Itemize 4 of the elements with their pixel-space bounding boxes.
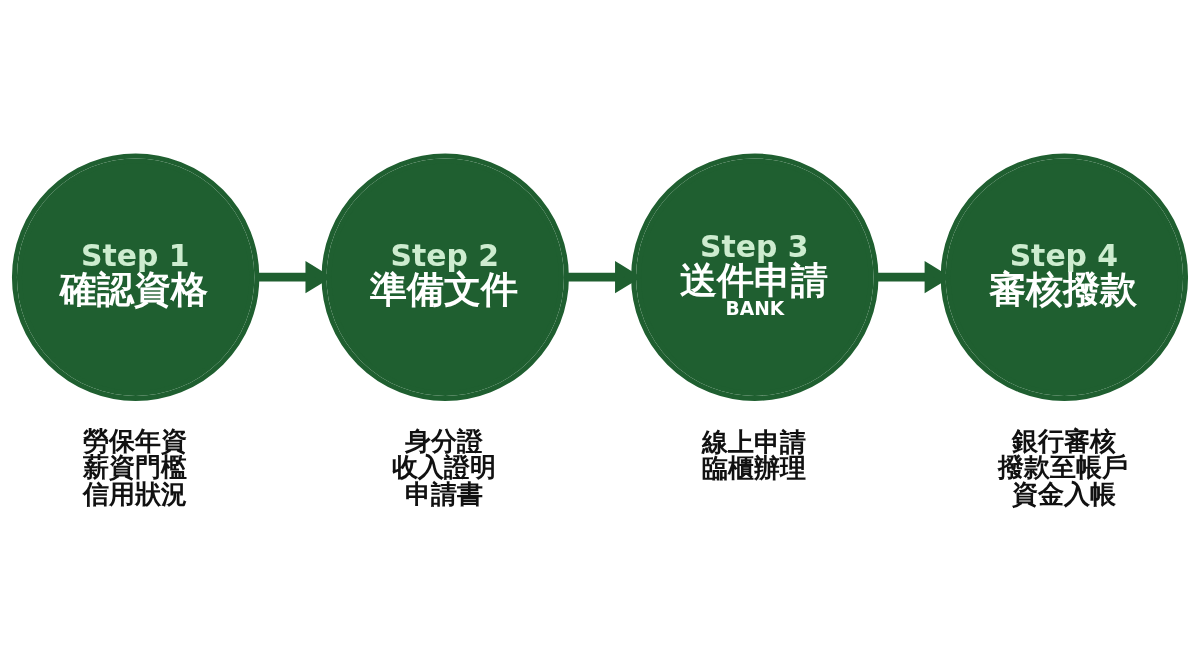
node-circle: Step 2 準備文件 (321, 153, 569, 401)
node-circle: Step 1 確認資格 (11, 153, 260, 401)
node-circle: Step 3 送件申請 BANK (631, 153, 879, 401)
node-circle: Step 4 審核撥款 (940, 153, 1189, 401)
